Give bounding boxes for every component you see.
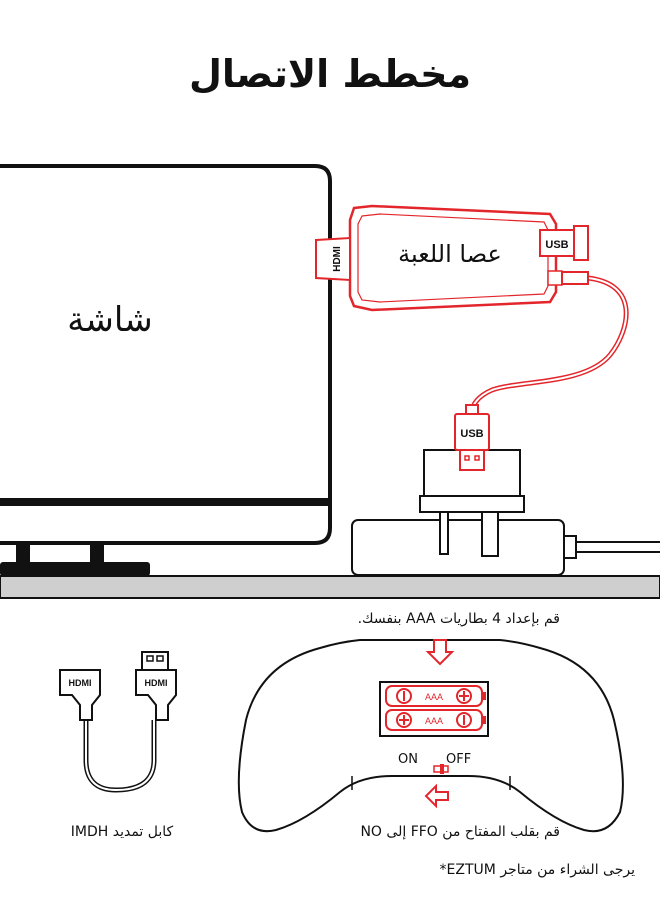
screen-label: شاشة (67, 300, 153, 340)
stick-usb-label: USB (545, 239, 568, 251)
switch-arrow-icon (424, 783, 449, 809)
battery-instruction: قم بإعداد 4 بطاريات AAA بنفسك. (357, 611, 560, 627)
cable-caption: كابل تمديد IMDH (70, 824, 174, 840)
switch-instruction: قم بقلب المفتاح من FFO إلى NO (360, 824, 560, 840)
battery-2-label: AAA (425, 716, 443, 726)
power-block (351, 519, 660, 576)
battery-arrow-icon (425, 639, 455, 666)
switch-on-label: ON (398, 752, 418, 767)
power-switch (433, 764, 449, 774)
game-stick (315, 204, 589, 312)
floor-shelf (0, 575, 660, 599)
purchase-note: يرجى الشراء من متاجر EZTUM* (439, 862, 635, 878)
usb-plug (454, 404, 490, 471)
battery-compartment (379, 681, 489, 737)
cable-left-hdmi-label: HDMI (69, 678, 92, 688)
battery-1-label: AAA (425, 692, 443, 702)
stick-hdmi-label: HDMI (332, 246, 343, 272)
hdmi-extension-cable (59, 651, 177, 793)
game-stick-label: عصا اللعبة (398, 240, 502, 268)
cable-right-hdmi-label: HDMI (145, 678, 168, 688)
tv-monitor (0, 164, 332, 576)
switch-off-label: OFF (446, 752, 472, 767)
page-title: مخطط الاتصال (188, 52, 472, 96)
usb-plug-label: USB (460, 428, 483, 440)
